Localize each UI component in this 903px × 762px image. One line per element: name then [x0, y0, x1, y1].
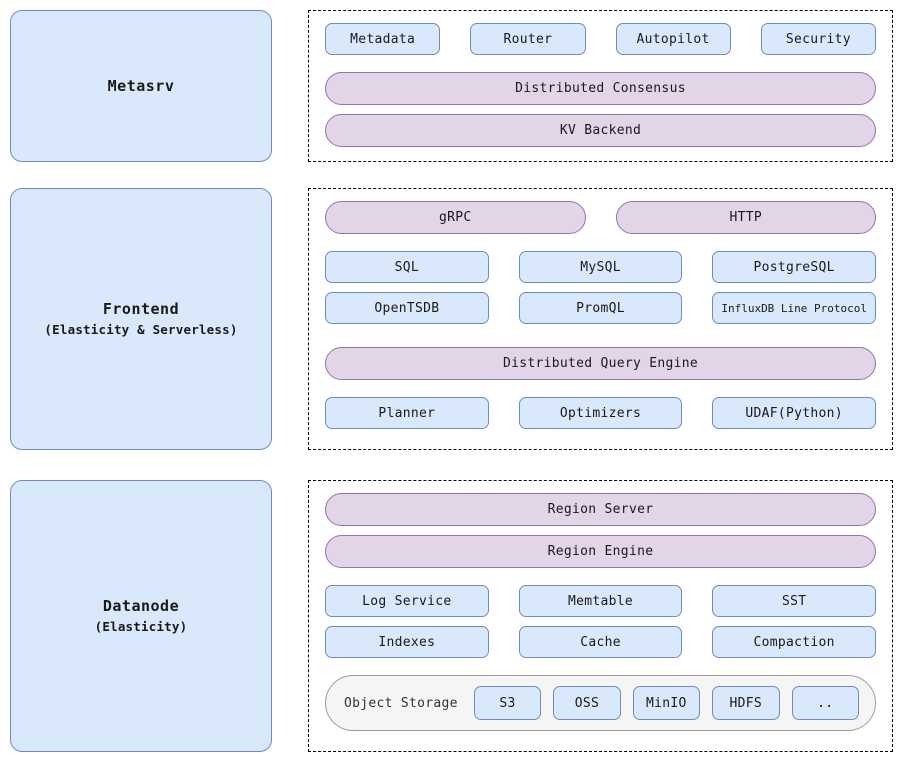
object-storage-label: Object Storage [344, 695, 458, 711]
frontend-section: Frontend (Elasticity & Serverless) gRPC … [0, 188, 903, 450]
frontend-interface-influxdb-line-protocol[interactable]: InfluxDB Line Protocol [712, 292, 877, 324]
frontend-interface-postgresql[interactable]: PostgreSQL [712, 251, 877, 283]
object-storage-backend-minio[interactable]: MinIO [632, 686, 701, 720]
datanode-component-row-2: Indexes Cache Compaction [325, 626, 877, 658]
frontend-engine-optimizers[interactable]: Optimizers [518, 397, 683, 429]
metasrv-pill-kv-backend[interactable]: KV Backend [325, 114, 876, 147]
frontend-engine-planner[interactable]: Planner [325, 397, 489, 429]
datanode-panel: Region Server Region Engine Log Service … [308, 480, 893, 752]
frontend-protocol-row: gRPC HTTP [325, 201, 876, 234]
object-storage-backend-oss[interactable]: OSS [553, 686, 621, 720]
datanode-section: Datanode (Elasticity) Region Server Regi… [0, 480, 903, 752]
spacer [325, 333, 876, 347]
spacer [325, 667, 876, 675]
metasrv-component-autopilot[interactable]: Autopilot [615, 23, 731, 55]
datanode-component-sst[interactable]: SST [712, 585, 877, 617]
datanode-component-compaction[interactable]: Compaction [712, 626, 877, 658]
frontend-pill-distributed-query-engine[interactable]: Distributed Query Engine [325, 347, 876, 380]
frontend-engine-parts-row: Planner Optimizers UDAF(Python) [325, 397, 877, 429]
frontend-pill-grpc[interactable]: gRPC [325, 201, 586, 234]
frontend-engine-udaf-python[interactable]: UDAF(Python) [712, 397, 877, 429]
datanode-component-row-1: Log Service Memtable SST [325, 585, 877, 617]
object-storage-backend-hdfs[interactable]: HDFS [712, 686, 780, 720]
metasrv-component-security[interactable]: Security [760, 23, 876, 55]
frontend-interface-opentsdb[interactable]: OpenTSDB [325, 292, 489, 324]
datanode-title: Datanode [102, 597, 180, 616]
datanode-pill-region-engine[interactable]: Region Engine [325, 535, 876, 568]
frontend-node-card: Frontend (Elasticity & Serverless) [10, 188, 272, 450]
datanode-pill-region-server[interactable]: Region Server [325, 493, 876, 526]
datanode-component-cache[interactable]: Cache [518, 626, 683, 658]
datanode-subtitle: (Elasticity) [94, 618, 188, 634]
datanode-node-card: Datanode (Elasticity) [10, 480, 272, 752]
object-storage-backend-more[interactable]: .. [791, 686, 859, 720]
metasrv-component-router[interactable]: Router [470, 23, 586, 55]
frontend-interface-row-2: OpenTSDB PromQL InfluxDB Line Protocol [325, 292, 877, 324]
spacer [325, 64, 876, 72]
spacer [325, 389, 876, 397]
frontend-interface-sql[interactable]: SQL [325, 251, 489, 283]
frontend-interface-promql[interactable]: PromQL [518, 292, 683, 324]
spacer [325, 243, 876, 251]
object-storage-capsule: Object Storage S3 OSS MinIO HDFS .. [325, 675, 876, 731]
frontend-title: Frontend [102, 300, 180, 319]
metasrv-title: Metasrv [107, 76, 175, 95]
metasrv-pill-distributed-consensus[interactable]: Distributed Consensus [325, 72, 876, 105]
frontend-panel: gRPC HTTP SQL MySQL PostgreSQL OpenTSDB … [308, 188, 893, 450]
metasrv-component-metadata[interactable]: Metadata [325, 23, 441, 55]
datanode-component-memtable[interactable]: Memtable [518, 585, 683, 617]
metasrv-panel: Metadata Router Autopilot Security Distr… [308, 10, 893, 162]
frontend-subtitle: (Elasticity & Serverless) [44, 321, 238, 337]
spacer [325, 577, 876, 585]
metasrv-node-card: Metasrv [10, 10, 272, 162]
object-storage-backend-s3[interactable]: S3 [473, 686, 542, 720]
frontend-interface-row-1: SQL MySQL PostgreSQL [325, 251, 877, 283]
datanode-component-log-service[interactable]: Log Service [325, 585, 489, 617]
frontend-pill-http[interactable]: HTTP [615, 201, 876, 234]
frontend-interface-mysql[interactable]: MySQL [518, 251, 683, 283]
metasrv-section: Metasrv Metadata Router Autopilot Securi… [0, 10, 903, 162]
datanode-component-indexes[interactable]: Indexes [325, 626, 489, 658]
metasrv-component-row: Metadata Router Autopilot Security [325, 23, 876, 55]
